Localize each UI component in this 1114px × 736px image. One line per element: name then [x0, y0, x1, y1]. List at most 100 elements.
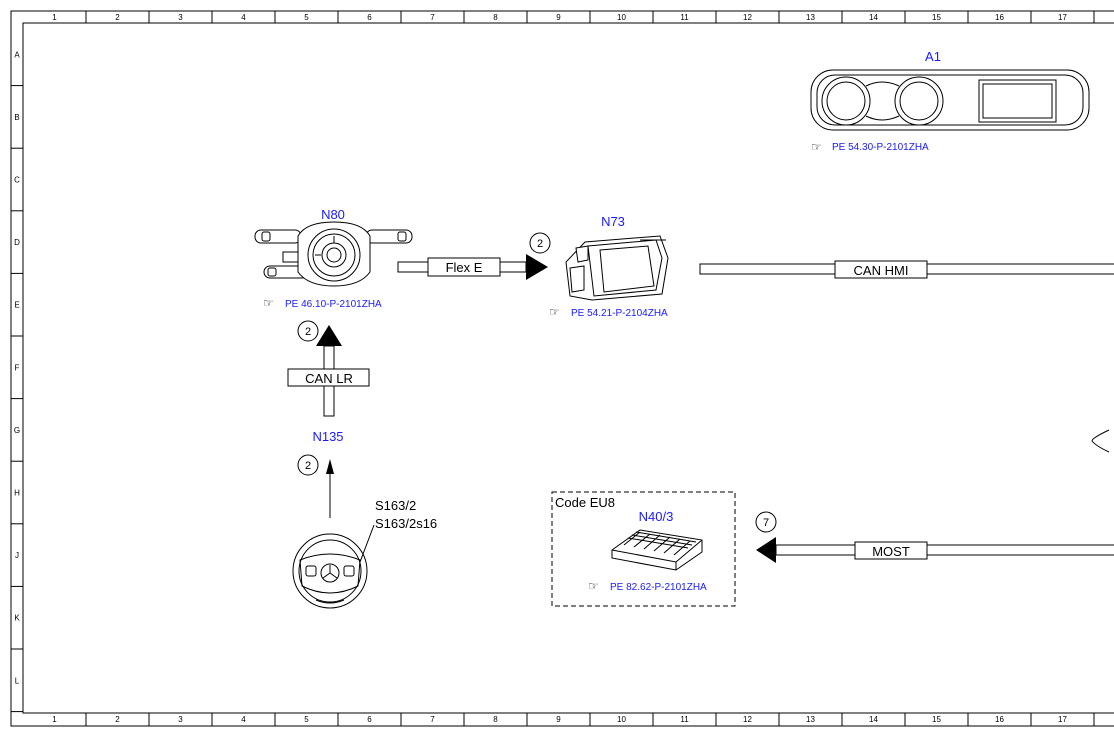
- column-number: 4: [241, 13, 246, 22]
- column-number: 3: [178, 13, 183, 22]
- row-letter: D: [14, 238, 20, 247]
- flex-e-connection[interactable]: Flex E 2: [397, 232, 551, 280]
- column-number: 14: [869, 13, 878, 22]
- hand-pointer-icon: ☞: [811, 140, 822, 154]
- column-number: 3: [178, 715, 183, 724]
- column-number: 12: [743, 715, 752, 724]
- flex-e-badge: 2: [529, 232, 551, 254]
- flex-e-label: Flex E: [446, 260, 483, 275]
- column-number: 11: [680, 715, 689, 724]
- n80-label: N80: [321, 207, 345, 222]
- code-eu8-label: Code EU8: [555, 495, 615, 510]
- row-ruler-left: A B C D E F G H J K L: [11, 50, 23, 713]
- column-number: 16: [995, 715, 1004, 724]
- row-letter: L: [15, 676, 20, 685]
- column-number: 17: [1058, 715, 1067, 724]
- column-number: 4: [241, 715, 246, 724]
- flex-e-badge-number: 2: [537, 238, 543, 250]
- column-number: 9: [556, 13, 561, 22]
- n40-3-component[interactable]: Code EU8 N40/3 ☞ PE 82.62-P-2101ZHA: [551, 491, 736, 607]
- row-letter: A: [14, 50, 20, 59]
- n40-3-reference[interactable]: ☞ PE 82.62-P-2101ZHA: [588, 579, 707, 593]
- n135-component[interactable]: N135: [312, 429, 343, 444]
- code-eu8-box: [551, 491, 736, 607]
- column-number: 1: [52, 715, 57, 724]
- can-lr-badge-number: 2: [305, 326, 311, 338]
- row-letter: C: [14, 176, 20, 185]
- column-number: 1: [52, 13, 57, 22]
- instrument-cluster-icon: [810, 69, 1090, 131]
- column-number: 9: [556, 715, 561, 724]
- n40-3-ref-text: PE 82.62-P-2101ZHA: [610, 582, 707, 593]
- row-letter: J: [15, 551, 19, 560]
- can-hmi-connection[interactable]: CAN HMI: [699, 260, 1114, 279]
- column-number: 6: [367, 715, 372, 724]
- row-letter: G: [14, 426, 20, 435]
- a1-ref-text: PE 54.30-P-2101ZHA: [832, 142, 929, 153]
- row-letter: B: [14, 113, 19, 122]
- row-letter: H: [14, 489, 20, 498]
- column-number: 17: [1058, 13, 1067, 22]
- most-label: MOST: [872, 544, 910, 559]
- s163-component[interactable]: S163/2 S163/2s16: [292, 498, 437, 609]
- column-number: 5: [304, 715, 309, 724]
- n135-label: N135: [312, 429, 343, 444]
- steering-wheel-icon: [292, 533, 368, 609]
- n80-component[interactable]: N80 ☞ PE 46.10-P-2101ZHA: [254, 207, 413, 310]
- ignition-lock-module-icon: [565, 235, 669, 301]
- row-letter: F: [15, 363, 20, 372]
- column-number: 13: [806, 715, 815, 724]
- column-number: 2: [115, 715, 120, 724]
- hand-pointer-icon: ☞: [263, 296, 274, 310]
- can-hmi-label-box: [834, 260, 928, 279]
- n80-reference[interactable]: ☞ PE 46.10-P-2101ZHA: [263, 296, 382, 310]
- most-badge: 7: [755, 511, 777, 533]
- column-number: 12: [743, 13, 752, 22]
- can-hmi-label: CAN HMI: [854, 263, 909, 278]
- most-connection[interactable]: MOST 7: [755, 511, 1114, 563]
- column-number: 14: [869, 715, 878, 724]
- n135-wheel-connection[interactable]: 2: [297, 454, 334, 518]
- column-number: 7: [430, 715, 435, 724]
- s163-label-2: S163/2s16: [375, 516, 437, 531]
- flex-e-label-box: [427, 257, 501, 277]
- n40-3-label: N40/3: [639, 509, 674, 524]
- a1-reference[interactable]: ☞ PE 54.30-P-2101ZHA: [811, 140, 929, 154]
- column-number: 10: [617, 13, 626, 22]
- a1-component[interactable]: A1 ☞ PE 54.30-P-2101ZHA: [810, 49, 1090, 154]
- n73-reference[interactable]: ☞ PE 54.21-P-2104ZHA: [549, 305, 668, 319]
- row-letter: K: [14, 614, 20, 623]
- can-lr-label-box: [287, 368, 370, 387]
- hand-pointer-icon: ☞: [588, 579, 599, 593]
- a1-label: A1: [925, 49, 941, 64]
- column-number: 13: [806, 13, 815, 22]
- most-label-box: [854, 541, 928, 560]
- can-lr-badge: 2: [297, 320, 319, 342]
- column-number: 6: [367, 13, 372, 22]
- s163-label-1: S163/2: [375, 498, 416, 513]
- column-number: 5: [304, 13, 309, 22]
- sound-amplifier-icon: [611, 529, 703, 571]
- column-number: 11: [680, 13, 689, 22]
- n135-wheel-badge-number: 2: [305, 460, 311, 472]
- row-letter: E: [14, 301, 19, 310]
- n73-label: N73: [601, 214, 625, 229]
- n73-component[interactable]: N73 ☞ PE 54.21-P-2104ZHA: [549, 214, 669, 319]
- column-number: 7: [430, 13, 435, 22]
- column-number: 15: [932, 13, 941, 22]
- can-lr-connection[interactable]: CAN LR 2: [287, 320, 370, 417]
- most-badge-number: 7: [763, 517, 769, 529]
- steering-column-module-icon: [254, 221, 413, 287]
- hand-pointer-icon: ☞: [549, 305, 560, 319]
- column-number: 10: [617, 715, 626, 724]
- n135-wheel-badge: 2: [297, 454, 319, 476]
- column-number: 15: [932, 715, 941, 724]
- column-number: 16: [995, 13, 1004, 22]
- n80-ref-text: PE 46.10-P-2101ZHA: [285, 299, 382, 310]
- n73-ref-text: PE 54.21-P-2104ZHA: [571, 308, 668, 319]
- can-lr-label: CAN LR: [305, 371, 353, 386]
- column-number: 2: [115, 13, 120, 22]
